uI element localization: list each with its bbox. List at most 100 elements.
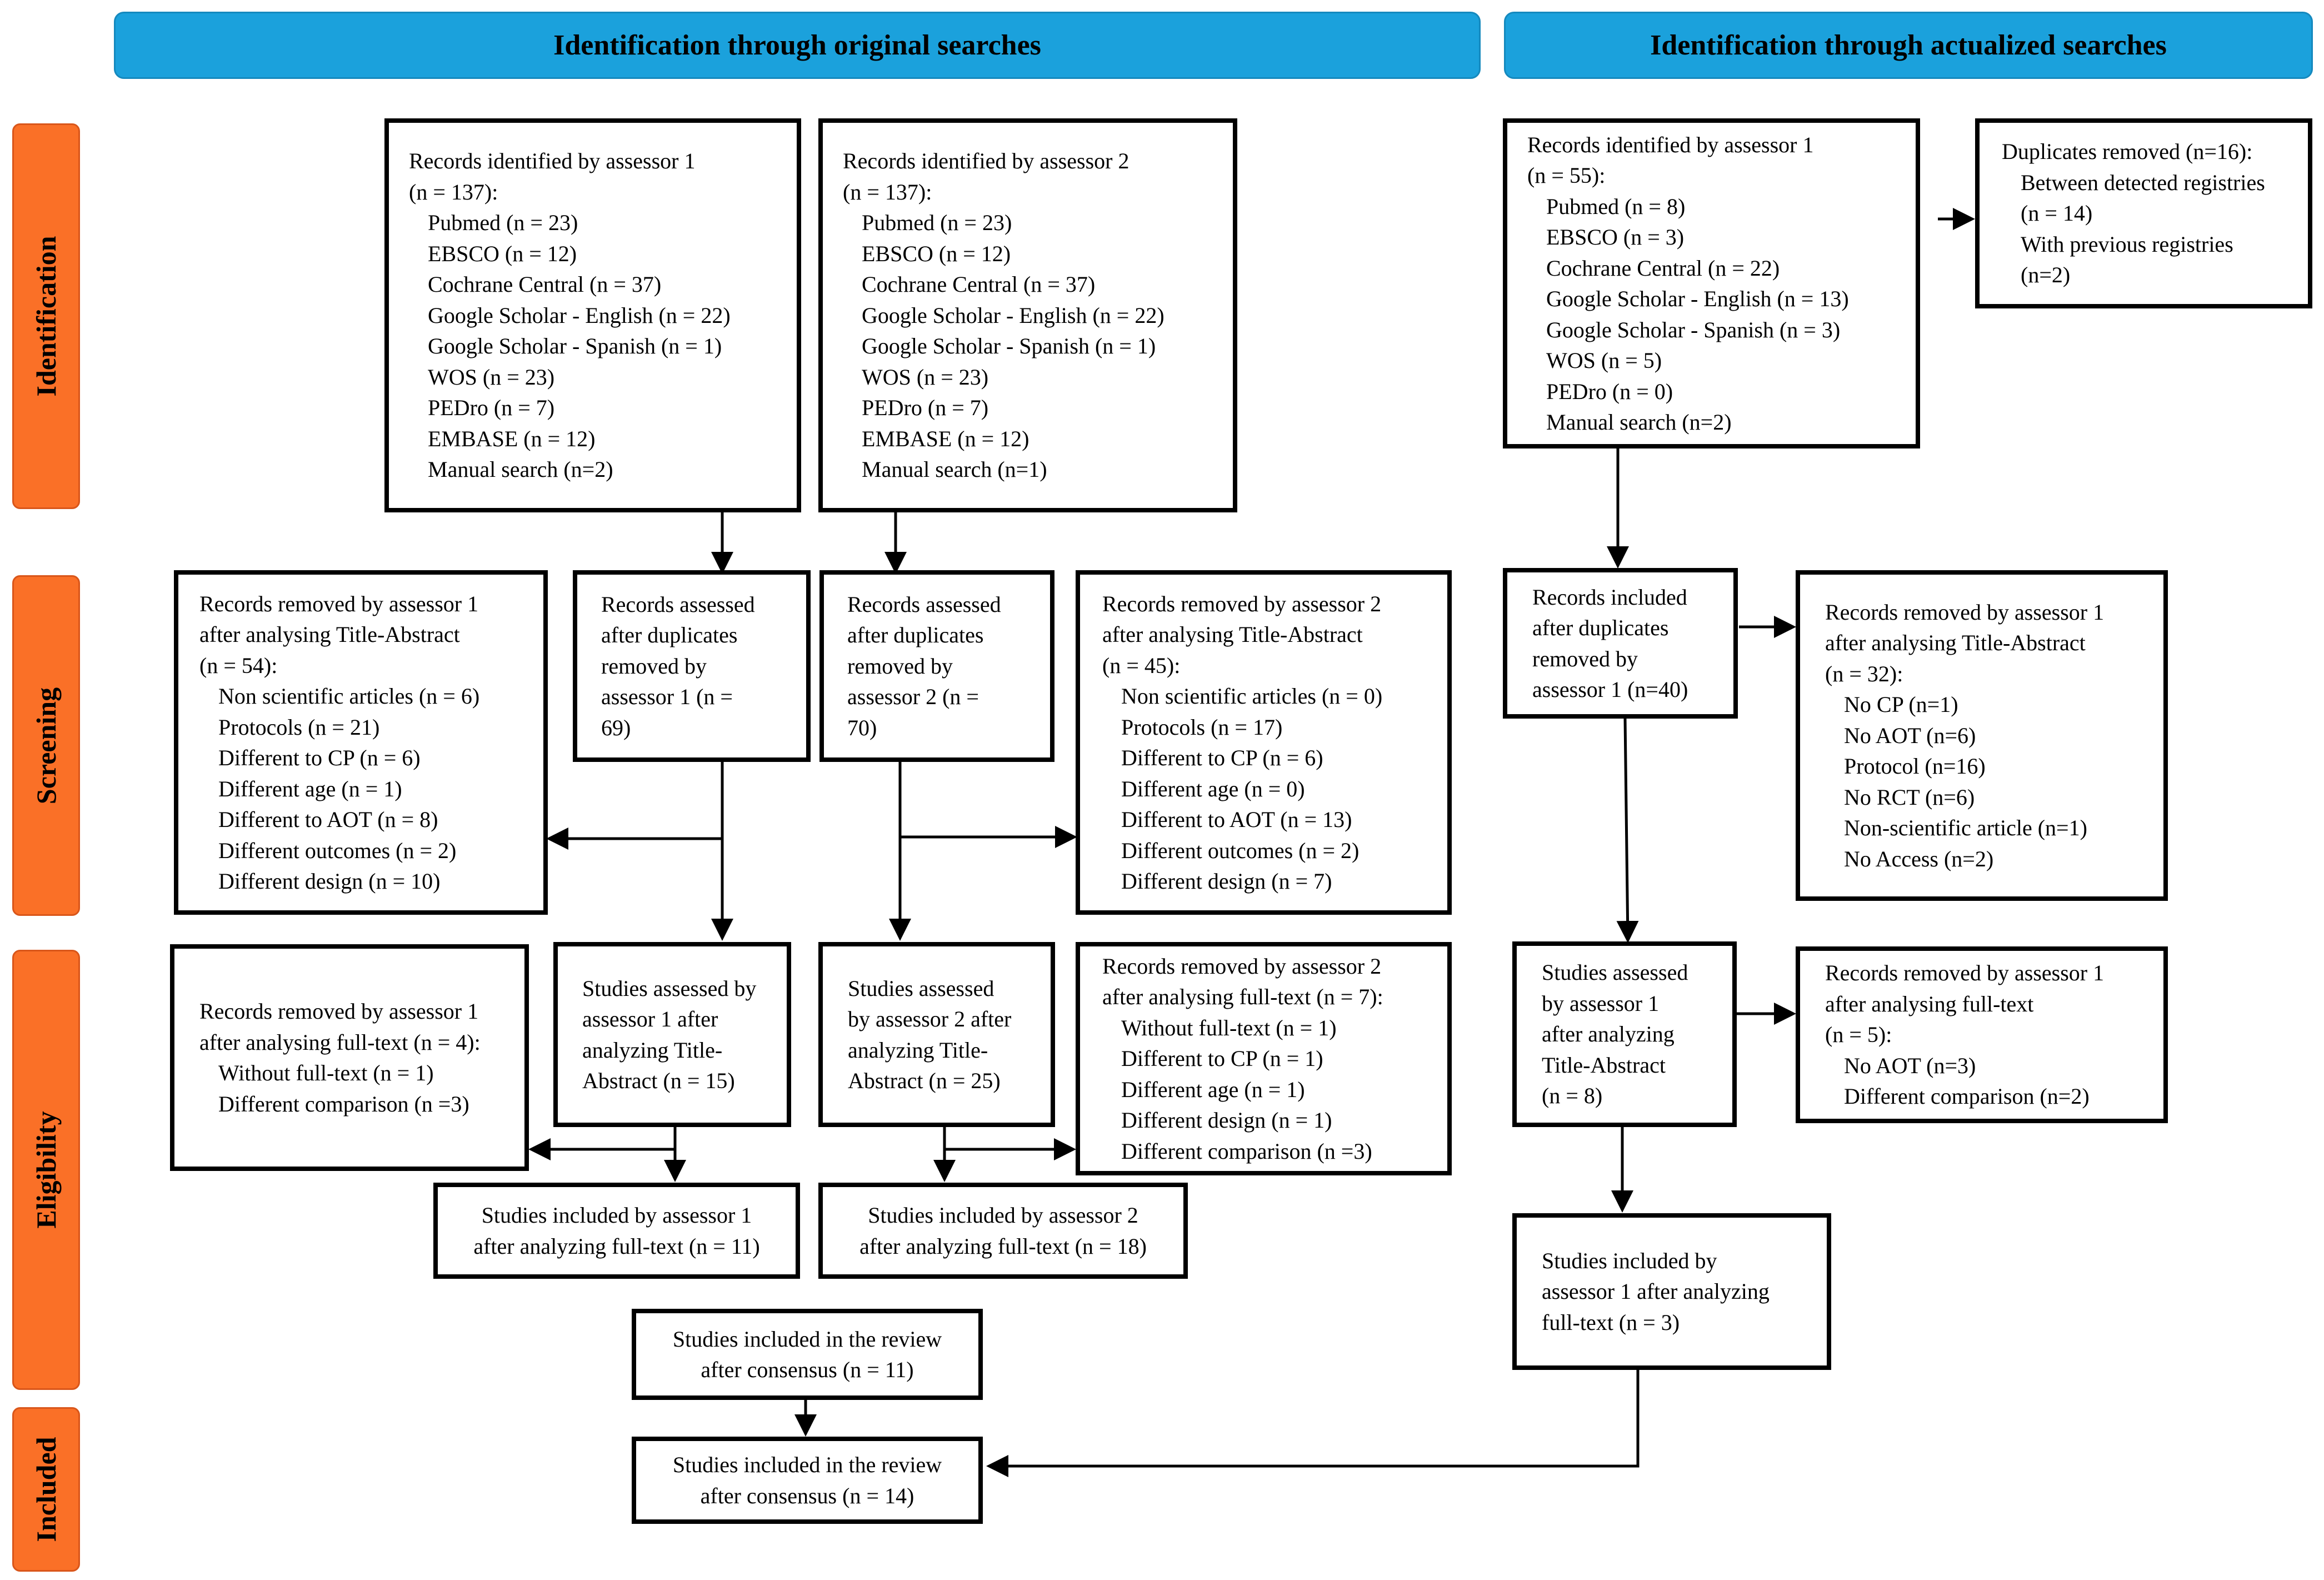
box-records-included-after-duplicates-actualized: Records included after duplicates remove…: [1503, 568, 1738, 719]
box-text-line: full-text (n = 3): [1542, 1309, 1680, 1335]
phase-identification: Identification: [12, 123, 80, 509]
box-heading-line: (n = 137):: [843, 179, 932, 205]
exclusion-reason: Protocols (n = 21): [218, 714, 380, 740]
box-text-line: after analyzing full-text (n = 11): [473, 1233, 760, 1259]
box-studies-included-consensus-11: Studies included in the review after con…: [632, 1309, 983, 1400]
box-records-identified-assessor-2: Records identified by assessor 2 (n = 13…: [818, 118, 1237, 512]
box-text-line: Abstract (n = 25): [848, 1068, 1001, 1093]
box-heading-line: (n = 45):: [1102, 652, 1181, 678]
box-records-identified-assessor-1: Records identified by assessor 1 (n = 13…: [384, 118, 801, 512]
box-text-line: removed by: [601, 653, 707, 679]
source-item: Pubmed (n = 23): [862, 210, 1012, 236]
box-text-line: Studies included by: [1542, 1248, 1717, 1273]
box-text-line: analyzing Title-: [848, 1037, 988, 1063]
exclusion-reason: Different design (n = 1): [1121, 1108, 1332, 1133]
box-heading-line: Records removed by assessor 1: [1825, 599, 2105, 625]
exclusion-reason: Different to AOT (n = 13): [1121, 807, 1352, 832]
box-text-line: after duplicates: [601, 622, 738, 648]
box-studies-assessed-assessor-2: Studies assessed by assessor 2 after ana…: [818, 942, 1055, 1127]
source-item: Cochrane Central (n = 22): [1546, 255, 1780, 281]
source-item: EMBASE (n = 12): [862, 426, 1029, 451]
box-studies-included-consensus-14: Studies included in the review after con…: [632, 1437, 983, 1524]
source-item: Manual search (n=2): [428, 457, 613, 482]
phase-screening: Screening: [12, 575, 80, 916]
box-text-line: (n = 8): [1542, 1083, 1603, 1109]
exclusion-reason: Different to CP (n = 6): [1121, 745, 1323, 770]
box-text-line: after duplicates: [1532, 615, 1669, 640]
source-item: Manual search (n=1): [862, 457, 1047, 482]
source-item: WOS (n = 23): [428, 364, 555, 390]
phase-included: Included: [12, 1407, 80, 1572]
box-text-line: after duplicates: [847, 622, 984, 648]
phase-eligibility: Eligibility: [12, 950, 80, 1390]
box-text-line: Studies assessed by: [582, 975, 757, 1001]
box-studies-assessed-assessor-1: Studies assessed by assessor 1 after ana…: [553, 942, 791, 1127]
exclusion-reason: Different to CP (n = 6): [218, 745, 421, 770]
box-text-line: removed by: [847, 653, 953, 679]
box-text-line: after consensus (n = 11): [701, 1357, 914, 1382]
box-text-line: Records assessed: [847, 591, 1001, 617]
exclusion-reason: Non scientific articles (n = 6): [218, 684, 480, 709]
source-item: Pubmed (n = 8): [1546, 193, 1686, 219]
box-text-line: after consensus (n = 14): [700, 1483, 914, 1508]
box-text-line: assessor 2 (n =: [847, 684, 979, 710]
box-removed-full-text-assessor-1: Records removed by assessor 1 after anal…: [170, 944, 529, 1171]
exclusion-reason: No AOT (n=3): [1844, 1053, 1976, 1078]
box-text-line: assessor 1 (n=40): [1532, 677, 1688, 702]
box-text-line: 69): [601, 715, 631, 740]
box-text-line: Studies assessed: [1542, 960, 1688, 985]
exclusion-reason: No Access (n=2): [1844, 846, 1994, 871]
box-records-assessed-assessor-1: Records assessed after duplicates remove…: [573, 570, 811, 762]
source-item: Cochrane Central (n = 37): [862, 272, 1096, 297]
box-heading-line: after analysing Title-Abstract: [1102, 622, 1363, 647]
box-text-line: 70): [847, 715, 877, 740]
box-text-line: assessor 1 (n =: [601, 684, 733, 710]
exclusion-reason: No CP (n=1): [1844, 692, 1958, 717]
box-text-line: Title-Abstract: [1542, 1052, 1666, 1078]
source-item: EBSCO (n = 3): [1546, 225, 1685, 250]
box-heading-line: (n = 137):: [409, 179, 498, 205]
box-heading-line: after analysing Title-Abstract: [1825, 630, 2086, 656]
header-original-searches: Identification through original searches: [114, 12, 1481, 79]
source-item: Google Scholar - Spanish (n = 3): [1546, 317, 1841, 342]
box-removed-title-abstract-assessor-1: Records removed by assessor 1 after anal…: [174, 570, 548, 915]
exclusion-reason: Different to CP (n = 1): [1121, 1046, 1323, 1071]
source-item: PEDro (n = 7): [862, 395, 989, 421]
box-heading-line: after analysing Title-Abstract: [199, 622, 460, 647]
box-heading-line: Records removed by assessor 2: [1102, 953, 1382, 979]
exclusion-reason: Different age (n = 1): [218, 776, 402, 801]
box-text-line: after analyzing full-text (n = 18): [859, 1233, 1147, 1259]
exclusion-reason: Different design (n = 10): [218, 869, 441, 894]
box-text-line: by assessor 1: [1542, 990, 1660, 1016]
box-heading-line: after analysing full-text (n = 7):: [1102, 984, 1383, 1010]
box-text-line: Studies assessed: [848, 975, 994, 1001]
box-text-line: removed by: [1532, 646, 1638, 671]
exclusion-reason: Non scientific articles (n = 0): [1121, 684, 1383, 709]
box-studies-included-assessor-2: Studies included by assessor 2 after ana…: [818, 1183, 1188, 1279]
source-item: EMBASE (n = 12): [428, 426, 596, 451]
box-heading-line: after analysing full-text (n = 4):: [199, 1029, 481, 1055]
source-item: Google Scholar - Spanish (n = 1): [862, 333, 1156, 359]
box-records-assessed-assessor-2: Records assessed after duplicates remove…: [819, 570, 1054, 762]
box-records-identified-actualized: Records identified by assessor 1 (n = 55…: [1503, 118, 1920, 448]
box-studies-included-assessor-1: Studies included by assessor 1 after ana…: [433, 1183, 800, 1279]
box-heading-line: (n = 54):: [199, 652, 278, 678]
box-text-line: by assessor 2 after: [848, 1006, 1012, 1031]
arrow-included-act-down: [1616, 718, 1639, 943]
exclusion-reason: Without full-text (n = 1): [1121, 1015, 1337, 1040]
box-duplicates-removed: Duplicates removed (n=16): Between detec…: [1975, 118, 2312, 308]
box-heading-line: (n = 5):: [1825, 1022, 1892, 1048]
exclusion-reason: Different age (n = 0): [1121, 776, 1305, 801]
exclusion-reason: Different to AOT (n = 8): [218, 807, 438, 832]
box-text-line: after analyzing: [1542, 1021, 1675, 1047]
box-text-line: Abstract (n = 15): [582, 1068, 735, 1093]
box-text-line: Studies included by assessor 2: [868, 1203, 1138, 1228]
box-text-line: Studies included by assessor 1: [481, 1203, 752, 1228]
box-heading-line: after analysing full-text: [1825, 991, 2034, 1016]
exclusion-reason: Different outcomes (n = 2): [1121, 838, 1360, 863]
exclusion-reason: No AOT (n=6): [1844, 722, 1976, 748]
exclusion-reason: Without full-text (n = 1): [218, 1060, 434, 1085]
source-item: WOS (n = 23): [862, 364, 989, 390]
